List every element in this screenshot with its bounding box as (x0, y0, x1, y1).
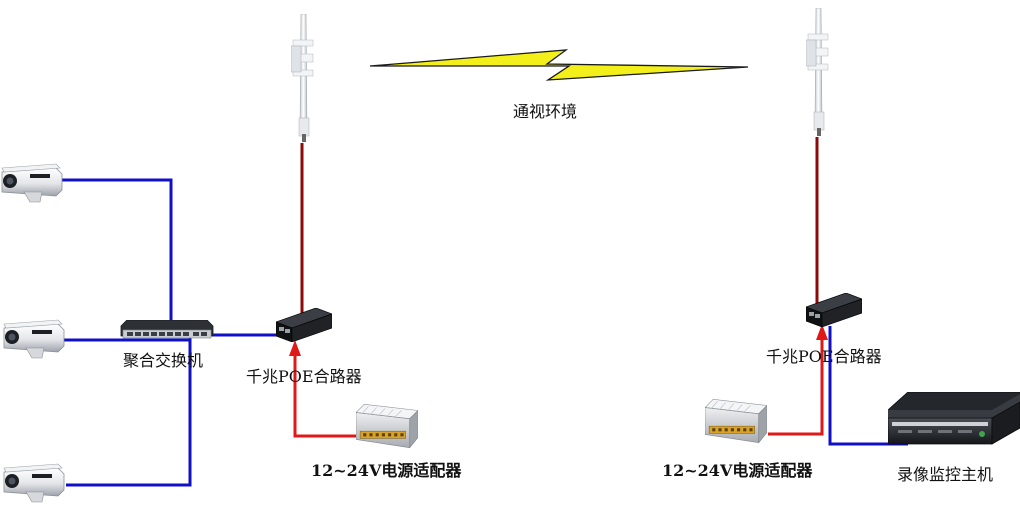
right-power-supply-icon (705, 398, 767, 444)
power-cables (293, 333, 824, 438)
top-camera-icon (1, 163, 63, 203)
right-antenna-icon (806, 8, 829, 137)
right-poe-label: 千兆POE合路器 (766, 347, 882, 366)
left-power-supply-icon (356, 404, 418, 448)
left-power-arrow-icon (289, 340, 301, 356)
los-label: 通视环境 (513, 102, 578, 121)
left-poe-injector-icon (276, 308, 332, 342)
right-poe-injector-icon (806, 293, 862, 327)
middle-camera-icon (3, 319, 65, 359)
wireless-link-bolt (369, 49, 749, 81)
nvr-recorder-icon (888, 392, 1020, 445)
switch-label: 聚合交换机 (123, 351, 204, 370)
right-power-label: 12~24V电源适配器 (662, 461, 813, 480)
bottom-camera-icon (3, 463, 65, 503)
aggregation-switch-icon (120, 320, 214, 339)
nvr-label: 录像监控主机 (897, 465, 994, 484)
right-power-arrow-icon (816, 324, 828, 340)
ethernet-cables (44, 178, 908, 487)
left-power-label: 12~24V电源适配器 (311, 461, 462, 480)
antenna-feed-cables (300, 137, 819, 337)
left-poe-label: 千兆POE合路器 (246, 367, 362, 386)
left-antenna-icon (291, 14, 314, 143)
